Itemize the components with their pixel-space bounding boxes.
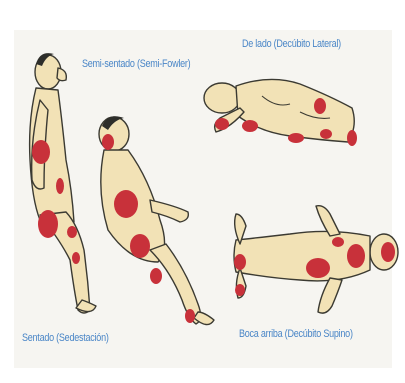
sore-head [381, 242, 395, 262]
sore-scapula [347, 244, 365, 268]
figure-sentado [30, 53, 96, 313]
sore-elbow [56, 178, 64, 194]
sore-buttock [38, 210, 58, 238]
sore-heel-2 [235, 284, 245, 296]
sore-heel [234, 254, 246, 270]
sore-sacrum [130, 234, 150, 258]
figure-de-lado [204, 79, 357, 146]
arm-down [318, 278, 342, 313]
figure-semi-sentado [99, 116, 214, 324]
label-boca-arriba: Boca arriba (Decúbito Supino) [239, 328, 353, 340]
label-sentado: Sentado (Sedestación) [22, 332, 109, 344]
sore-ear [215, 118, 229, 130]
figure-boca-arriba [234, 206, 398, 313]
label-de-lado: De lado (Decúbito Lateral) [242, 38, 341, 50]
sore-elbow [288, 133, 304, 143]
sore-head [102, 134, 114, 150]
sore-thigh [67, 226, 77, 238]
nose [57, 68, 66, 81]
sore-ankle [347, 130, 357, 146]
sore-thigh [150, 268, 162, 284]
label-semi-sentado: Semi-sentado (Semi-Fowler) [82, 58, 190, 70]
sore-knee [72, 252, 80, 264]
sore-back [32, 140, 50, 164]
sore-hip [314, 98, 326, 114]
head [204, 83, 240, 113]
sore-shoulder [242, 120, 258, 132]
torso [236, 79, 354, 142]
sore-elbow [332, 237, 344, 247]
sore-knee [320, 129, 332, 139]
sore-heel [185, 309, 195, 323]
sore-sacrum [306, 258, 330, 278]
sore-back [114, 190, 138, 218]
